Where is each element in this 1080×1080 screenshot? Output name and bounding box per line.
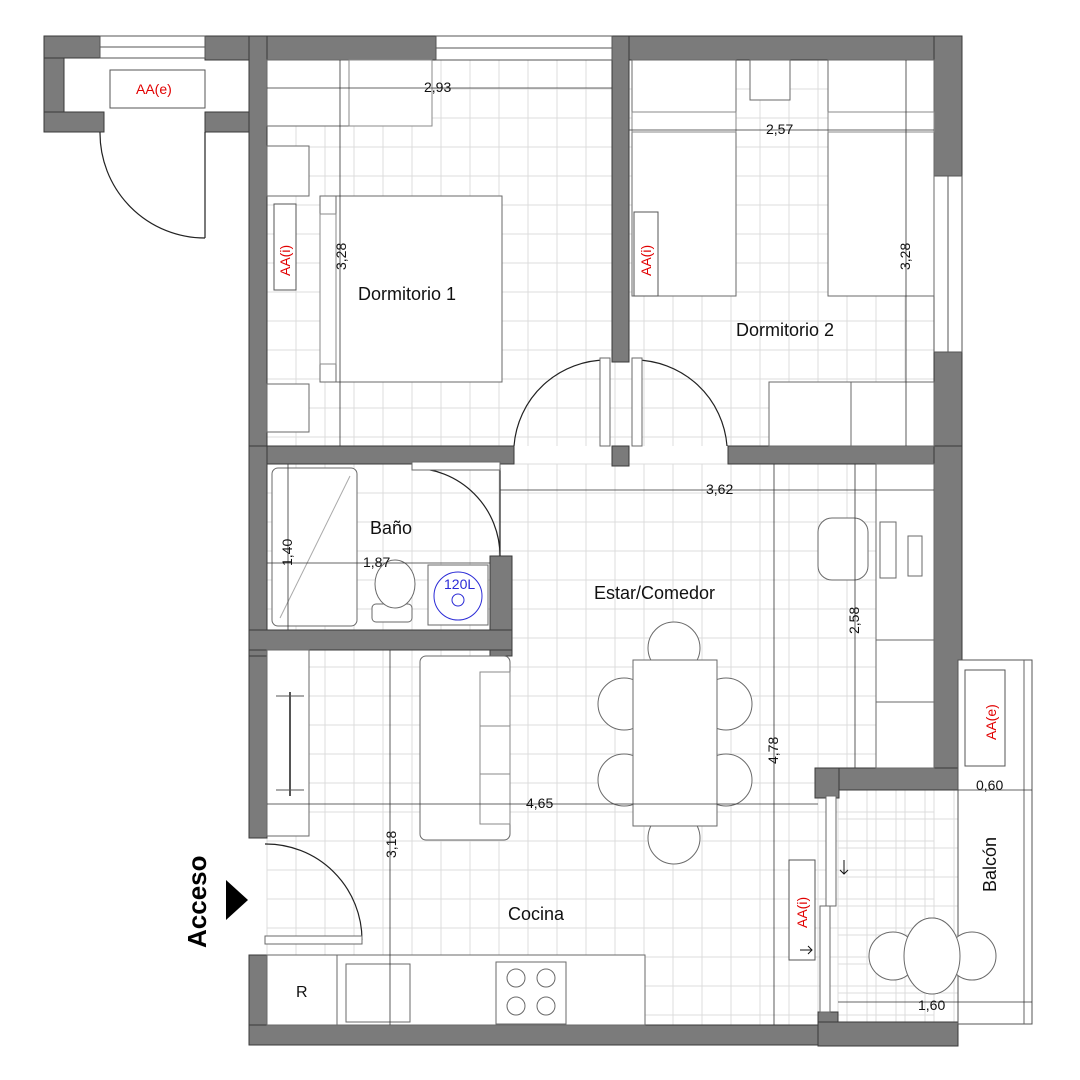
nightstand-top — [266, 145, 310, 197]
sink — [345, 963, 411, 1023]
desk-chair — [817, 517, 869, 581]
access-label: Acceso — [182, 856, 212, 949]
room-estar-comedor: Estar/Comedor — [594, 583, 715, 603]
room-bano: Baño — [370, 518, 412, 538]
room-balcon: Balcón — [980, 837, 1000, 892]
dim-dorm2-depth: 3,28 — [897, 243, 913, 270]
ac-living-label: AA(i) — [794, 897, 810, 928]
ac-units: AA(e) AA(i) AA(i) AA(e) AA(i) — [109, 69, 1006, 961]
access-marker: Acceso — [182, 856, 248, 949]
ac-exterior-label: AA(e) — [136, 81, 172, 97]
dimension-lines — [267, 60, 1032, 1025]
dim-living-width: 4,65 — [526, 795, 553, 811]
shelf — [875, 639, 935, 769]
room-dormitorio-1: Dormitorio 1 — [358, 284, 456, 304]
dim-balcony-offset: 0,60 — [976, 777, 1003, 793]
dim-balcony-width: 1,60 — [918, 997, 945, 1013]
fridge — [266, 954, 338, 1026]
ac-dorm1-label: AA(i) — [277, 245, 293, 276]
access-arrow-icon — [226, 880, 248, 920]
nightstand-dorm2 — [749, 59, 791, 101]
monitor — [907, 535, 923, 577]
sofa — [419, 655, 511, 841]
bed-right — [827, 59, 935, 297]
nightstand-bottom — [266, 383, 310, 433]
room-cocina: Cocina — [508, 904, 565, 924]
dim-living-side: 2,58 — [846, 607, 862, 634]
wall-unit — [266, 649, 310, 837]
dim-hall-width: 3,62 — [706, 481, 733, 497]
furniture — [266, 59, 997, 1026]
keyboard — [879, 521, 897, 579]
room-labels: Dormitorio 1 Dormitorio 2 Baño Estar/Com… — [296, 284, 1000, 1001]
walls — [43, 35, 963, 1047]
dim-bath-depth: 1,40 — [279, 539, 295, 566]
water-heater-label: 120L — [444, 576, 475, 592]
ac-balcony-label: AA(e) — [983, 704, 999, 740]
dimension-labels: 2,93 3,28 2,57 3,28 3,62 1,40 1,87 2,58 … — [279, 79, 1003, 1013]
dim-living-depth: 4,78 — [765, 737, 781, 764]
doors — [99, 131, 728, 945]
dim-kitchen-depth: 3,18 — [383, 831, 399, 858]
toilet — [374, 559, 416, 609]
dim-bath-width: 1,87 — [363, 554, 390, 570]
dim-dorm1-depth: 3,28 — [333, 243, 349, 270]
ac-dorm2-label: AA(i) — [638, 245, 654, 276]
water-heater-box — [427, 564, 489, 626]
dim-dorm1-width: 2,93 — [424, 79, 451, 95]
stove — [495, 961, 567, 1025]
dim-dorm2-width: 2,57 — [766, 121, 793, 137]
fridge-label: R — [296, 984, 308, 1001]
room-dormitorio-2: Dormitorio 2 — [736, 320, 834, 340]
